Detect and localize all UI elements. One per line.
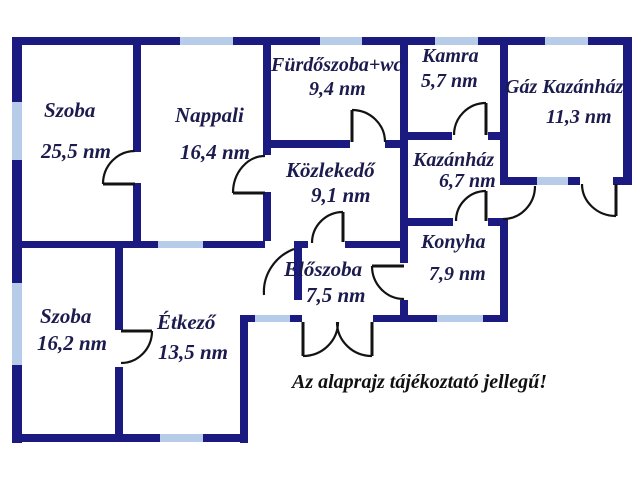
door-arc-gaz-exterior	[580, 183, 617, 218]
room-name-szoba-top: Szoba	[44, 98, 96, 122]
window-kamra-top	[435, 37, 478, 45]
room-name-szoba-bottom: Szoba	[40, 304, 92, 328]
wall-kamra-bottom-right	[488, 132, 508, 140]
door-arc-kazanhaz-exterior	[502, 185, 537, 221]
wall-szoba2-etkezo-lower	[115, 367, 123, 434]
wall-eloszoba-pier	[294, 241, 302, 300]
window-konyha-bottom	[437, 315, 483, 322]
wall-konyha-top-right	[488, 218, 508, 226]
room-area-szoba-top: 25,5 nm	[41, 139, 112, 163]
wall-right	[623, 37, 632, 185]
room-name-etkezo: Étkező	[157, 310, 216, 334]
wall-szoba-nappali-lower	[133, 183, 141, 241]
door-leaves	[103, 103, 618, 356]
room-name-kamra: Kamra	[422, 45, 479, 67]
window-szoba-left	[12, 102, 22, 160]
wall-left	[12, 37, 22, 443]
room-name-eloszoba: Előszoba	[284, 257, 363, 281]
window-eloszoba-bottom	[255, 315, 290, 322]
door-arc-kamra	[452, 101, 487, 136]
door-arc-entrance-left	[302, 321, 340, 358]
wall-mid-center	[294, 241, 308, 248]
door-arc-furdoszoba	[351, 108, 387, 143]
wall-kozlekedo-kazanhaz	[400, 140, 408, 263]
door-swings	[101, 101, 618, 365]
room-area-nappali: 16,4 nm	[180, 140, 251, 164]
wall-furdo-kamra	[400, 45, 408, 140]
door-arc-szoba2	[120, 330, 154, 365]
wall-furdo-bottom-left	[263, 140, 350, 148]
room-area-furdoszoba: 9,4 nm	[309, 78, 366, 100]
window-gaz-bottom	[537, 177, 568, 185]
room-name-kazanhaz: Kazánház	[413, 149, 495, 171]
room-area-szoba-bottom: 16,2 nm	[37, 331, 108, 355]
room-name-gaz-kazanhaz: Gáz Kazánház	[505, 76, 624, 98]
window-nappali-top	[180, 37, 233, 45]
window-gaz-top	[545, 37, 588, 45]
door-arc-kozlekedo-eloszoba	[310, 210, 344, 244]
wall-bottom	[12, 434, 248, 442]
wall-etkezo-right	[240, 315, 248, 443]
wall-mid-left	[12, 241, 265, 248]
door-arc-nappali	[231, 154, 266, 194]
door-arc-entrance-right	[335, 321, 373, 358]
wall-konyha-top-left	[400, 218, 453, 226]
wall-furdo-bottom-right	[385, 140, 408, 148]
wall-kamra-bottom-left	[400, 132, 452, 140]
wall-mid-right	[345, 241, 408, 248]
window-mid-wall	[158, 241, 203, 248]
room-name-nappali: Nappali	[175, 103, 244, 127]
wall-kamra-gaz	[500, 45, 508, 177]
wall-eloszoba-konyha-lower	[400, 300, 408, 322]
wall-nappali-furdo-upper	[263, 45, 271, 155]
wall-szoba2-etkezo-upper	[115, 248, 123, 330]
wall-konyha-right	[500, 218, 508, 322]
room-name-furdoszoba: Fürdőszoba+wc	[271, 54, 403, 76]
window-etkezo-bottom	[160, 434, 203, 442]
room-name-konyha: Konyha	[421, 231, 486, 253]
door-arc-etkezo-eloszoba	[262, 247, 295, 296]
room-area-etkezo: 13,5 nm	[158, 340, 229, 364]
window-szoba2-left	[12, 283, 22, 365]
room-area-konyha: 7,9 nm	[429, 263, 486, 285]
disclaimer-text: Az alaprajz tájékoztató jellegű!	[292, 371, 548, 393]
door-arc-szoba	[101, 149, 136, 185]
wall-nappali-furdo-lower	[263, 192, 271, 241]
room-area-kamra: 5,7 nm	[421, 70, 478, 92]
room-area-kozlekedo: 9,1 nm	[311, 183, 371, 207]
room-area-gaz-kazanhaz: 11,3 nm	[546, 106, 612, 128]
room-name-kozlekedo: Közlekedő	[286, 158, 375, 182]
room-area-kazanhaz: 6,7 nm	[439, 170, 496, 192]
room-area-eloszoba: 7,5 nm	[306, 283, 366, 307]
door-arc-konyha-eloszoba	[370, 265, 405, 301]
door-arc-kazanhaz-konyha	[454, 189, 487, 222]
windows	[12, 37, 588, 442]
window-furdo-top	[320, 37, 362, 45]
wall-szoba-nappali-upper	[133, 45, 141, 152]
wall-gaz-bottom-right	[613, 177, 632, 185]
